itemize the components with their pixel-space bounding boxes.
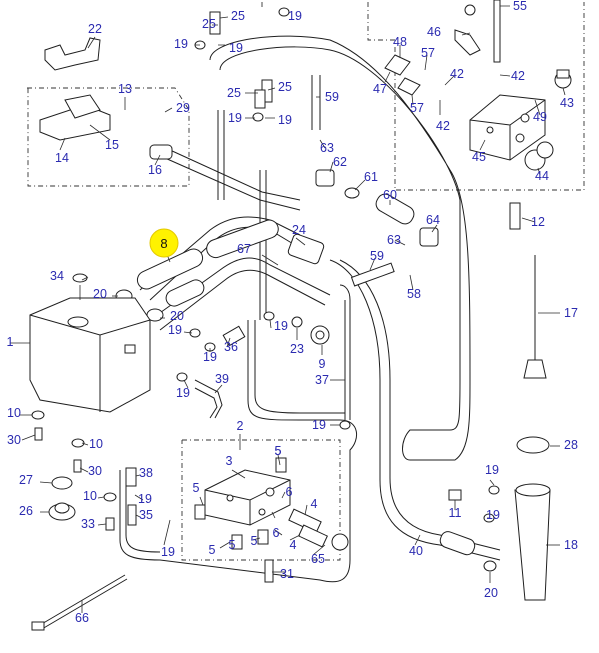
callout-10: 10 [7,406,21,420]
callout-16: 16 [148,163,162,177]
callout-25: 25 [202,17,216,31]
callout-11: 11 [449,506,462,520]
callout-61: 61 [364,170,378,184]
callout-19: 19 [174,37,188,51]
callout-42: 42 [436,119,450,133]
callout-19: 19 [486,508,500,522]
callout-44: 44 [535,169,549,183]
callout-20: 20 [93,287,107,301]
callout-30: 30 [88,464,102,478]
callout-35: 35 [139,508,153,522]
callout-40: 40 [409,544,423,558]
callout-5: 5 [275,444,282,458]
callout-9: 9 [319,357,326,371]
callout-66: 66 [75,611,89,625]
leader-lines [10,5,566,613]
callout-57: 57 [421,46,435,60]
callout-19: 19 [161,545,175,559]
callout-42: 42 [450,67,464,81]
callout-45: 45 [472,150,486,164]
callout-30: 30 [7,433,21,447]
callout-1: 1 [7,335,14,349]
callout-19: 19 [485,463,499,477]
callout-17: 17 [564,306,578,320]
highlight-circle [149,228,179,258]
callout-19: 19 [278,113,292,127]
callout-29: 29 [176,101,190,115]
callout-5: 5 [229,538,236,552]
callout-18: 18 [564,538,578,552]
callout-19: 19 [176,386,190,400]
callout-48: 48 [393,35,407,49]
callout-43: 43 [560,96,574,110]
callout-24: 24 [292,223,306,237]
callout-15: 15 [105,138,119,152]
callout-34: 34 [50,269,64,283]
callout-10: 10 [83,489,97,503]
callout-55: 55 [513,0,527,13]
callout-19: 19 [274,319,288,333]
callout-23: 23 [290,342,304,356]
callout-6: 6 [273,526,280,540]
callout-2: 2 [237,419,244,433]
callout-58: 58 [407,287,421,301]
callout-4: 4 [290,538,297,552]
callout-60: 60 [383,188,397,202]
callout-63: 63 [387,233,401,247]
callout-22: 22 [88,22,102,36]
callout-59: 59 [325,90,339,104]
callout-33: 33 [81,517,95,531]
callout-64: 64 [426,213,440,227]
callout-5: 5 [251,534,258,548]
callout-19: 19 [312,418,326,432]
callout-62: 62 [333,155,347,169]
callout-13: 13 [118,82,132,96]
callout-10: 10 [89,437,103,451]
callout-28: 28 [564,438,578,452]
callout-67: 67 [237,242,251,256]
callout-19: 19 [168,323,182,337]
assembly-outlines [27,2,585,561]
callout-6: 6 [286,485,293,499]
callout-59: 59 [370,249,384,263]
callout-8: 8 [160,236,167,251]
callout-39: 39 [215,372,229,386]
callout-63: 63 [320,141,334,155]
callout-19: 19 [229,41,243,55]
callout-20: 20 [170,309,184,323]
callout-31: 31 [280,567,294,581]
callout-26: 26 [19,504,33,518]
callout-5: 5 [193,481,200,495]
callout-57: 57 [410,101,424,115]
callout-65: 65 [311,552,325,566]
callout-27: 27 [19,473,33,487]
callout-46: 46 [427,25,441,39]
callout-5: 5 [209,543,216,557]
callout-20: 20 [484,586,498,600]
callout-25: 25 [278,80,292,94]
callout-37: 37 [315,373,329,387]
callout-36: 36 [224,340,238,354]
callout-14: 14 [55,151,69,165]
callout-19: 19 [228,111,242,125]
callout-19: 19 [203,350,217,364]
callout-3: 3 [226,454,233,468]
callout-25: 25 [227,86,241,100]
callout-42: 42 [511,69,525,83]
callout-47: 47 [373,82,387,96]
callout-5: 5 [275,444,282,458]
callout-4: 4 [311,497,318,511]
callout-25: 25 [231,9,245,23]
callout-19: 19 [288,9,302,23]
callout-19: 19 [138,492,152,506]
callout-49: 49 [533,110,547,124]
parts [29,0,572,631]
callout-38: 38 [139,466,153,480]
callout-12: 12 [531,215,545,229]
